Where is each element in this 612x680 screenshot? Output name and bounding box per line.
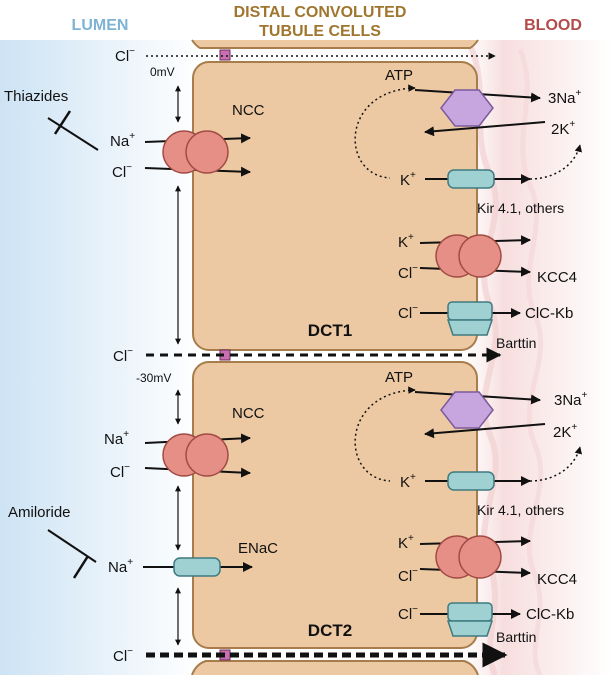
dct1-atpase-k-arrow (424, 121, 546, 137)
dct1-atp-label: ATP (385, 67, 413, 84)
dct1-kcc4-transporter (435, 234, 502, 278)
blood-header: BLOOD (524, 17, 582, 34)
lower-cell-edge (191, 660, 479, 676)
thiazides-inhibition-line (47, 117, 99, 151)
dct1-kir-channel (447, 169, 495, 189)
dct2-ncc-cl-label: Cl− (110, 462, 130, 481)
dct2-kcc4-cl-label: Cl− (398, 566, 418, 585)
dct1-clckb-label: ClC-Kb (525, 305, 573, 322)
upper-cell-edge (191, 39, 479, 49)
dct1-k-recycle-arrow (354, 84, 416, 179)
dct1-ncc-cl-label: Cl− (112, 162, 132, 181)
dct1-potential: 0mV (150, 65, 175, 79)
dct2-enac-label: ENaC (238, 540, 278, 557)
dct2-enac-na-label: Na+ (108, 557, 133, 576)
dct2-barttin-label: Barttin (496, 629, 536, 645)
dct1-kir-k-label: K+ (400, 170, 416, 189)
dct1-barttin-label: Barttin (496, 335, 536, 351)
dct2-2k-label: 2K+ (553, 422, 577, 441)
dct2-k-recycle-arrow (354, 386, 416, 482)
dct1-ncc-transporter (162, 130, 229, 174)
dct2-clckb-channel (446, 602, 494, 637)
dct2-atpase-k-arrow (424, 423, 546, 439)
dct2-3na-label: 3Na+ (554, 390, 588, 409)
dct1-na-k-atpase (440, 89, 494, 127)
dct2-kir-label: Kir 4.1, others (477, 502, 564, 518)
dct2-ncc-na-label: Na+ (104, 429, 129, 448)
dct2-clckb-cl-label: Cl− (398, 604, 418, 623)
thiazides-inhibition-bar (53, 110, 72, 135)
dct1-clckb-channel (446, 301, 494, 336)
dct1-kcc4-cl-label: Cl− (398, 263, 418, 282)
tight-junction (219, 49, 231, 61)
dct1-clckb-cl-label: Cl− (398, 303, 418, 322)
cells-header-line1: DISTAL CONVOLUTED (234, 4, 407, 21)
dct2-kir-blood-arrow (529, 446, 582, 482)
paracellular-cl-label-middle: Cl− (113, 346, 133, 365)
blood-wave (517, 48, 544, 677)
dct2-na-k-atpase (440, 391, 494, 429)
dct2-kcc4-transporter (435, 535, 502, 579)
dct2-enac-channel (173, 557, 221, 577)
dct2-cell-label: DCT2 (308, 621, 352, 640)
dct1-3na-label: 3Na+ (548, 88, 582, 107)
dct2-kcc4-label: KCC4 (537, 571, 577, 588)
lumen-header: LUMEN (72, 17, 129, 34)
dct2-ncc-label: NCC (232, 405, 265, 422)
dct1-kcc4-k-label: K+ (398, 232, 414, 251)
dct1-cell-label: DCT1 (308, 321, 352, 340)
paracellular-cl-label-top: Cl− (115, 46, 135, 65)
dct1-ncc-label: NCC (232, 102, 265, 119)
cells-header-line2: TUBULE CELLS (259, 23, 381, 40)
dct1-ncc-na-label: Na+ (110, 131, 135, 150)
dct1-kir-label: Kir 4.1, others (477, 200, 564, 216)
paracellular-cl-label-bottom: Cl− (113, 646, 133, 665)
thiazides-label: Thiazides (4, 88, 68, 105)
amiloride-inhibition-bar (72, 555, 90, 579)
lumen-region (0, 40, 200, 675)
dct2-kcc4-k-label: K+ (398, 533, 414, 552)
dct2-potential: -30mV (136, 371, 171, 385)
dct2-kir-channel (447, 471, 495, 491)
amiloride-label: Amiloride (8, 504, 71, 521)
dct2-kir-k-label: K+ (400, 472, 416, 491)
dct1-cell (192, 61, 478, 351)
dct1-2k-label: 2K+ (551, 119, 575, 138)
dct2-ncc-transporter (162, 433, 229, 477)
dct2-atp-label: ATP (385, 369, 413, 386)
dct1-kir-blood-arrow (529, 144, 582, 180)
dct2-clckb-label: ClC-Kb (526, 606, 574, 623)
dct2-cell (192, 361, 478, 649)
dct1-kcc4-label: KCC4 (537, 269, 577, 286)
